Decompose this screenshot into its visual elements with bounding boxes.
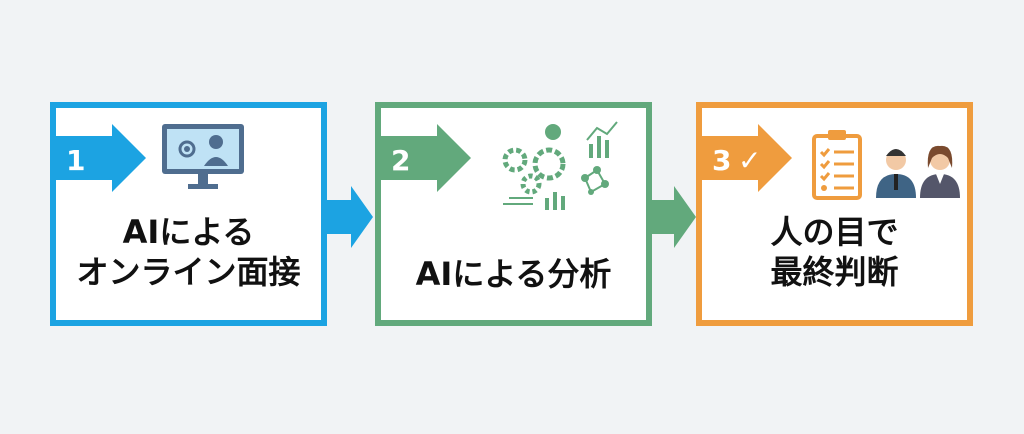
step-3-box: 3 ✓ 人の目で 最終判断 (696, 102, 973, 326)
checklist-people-icon (812, 130, 960, 200)
step-3-title: 人の目で 最終判断 (702, 212, 967, 292)
step-2-box: 2 AIによる分析 (375, 102, 652, 326)
title-line-1: 人の目で (770, 213, 899, 251)
title-line-1: AIによる (122, 213, 255, 251)
step-1-title: AIによる オンライン面接 (56, 212, 321, 292)
step-number: 1 (66, 144, 86, 177)
step-3-badge: 3 ✓ (696, 124, 796, 192)
badge-arrow-icon (50, 124, 146, 192)
step-number: 3 (712, 144, 732, 177)
step-1-box: 1 AIによる オンライン面接 (50, 102, 327, 326)
badge-arrow-icon (696, 124, 792, 192)
step-2-title: AIによる分析 (381, 254, 646, 294)
step-2-badge: 2 (375, 124, 475, 192)
check-icon: ✓ (738, 144, 762, 177)
title-line-2: オンライン面接 (76, 253, 301, 291)
connector-arrow-1-icon (327, 186, 373, 248)
gears-analytics-icon (502, 121, 618, 210)
title-line-2: 最終判断 (770, 253, 899, 291)
step-1-badge: 1 (50, 124, 150, 192)
title-line-1: AIによる分析 (415, 255, 612, 293)
step-number: 2 (391, 144, 411, 177)
badge-arrow-icon (375, 124, 471, 192)
connector-arrow-2-icon (650, 186, 696, 248)
monitor-face-recognition-icon (162, 124, 244, 189)
